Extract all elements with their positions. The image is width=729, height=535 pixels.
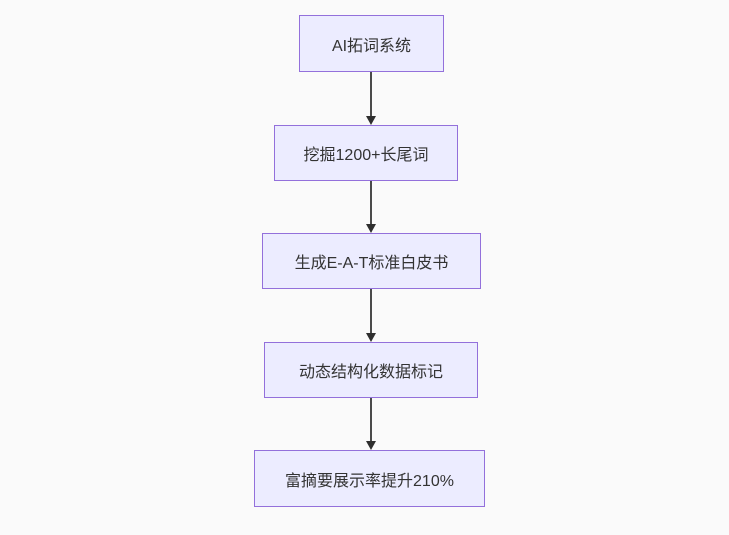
flow-node-label: 挖掘1200+长尾词	[303, 147, 429, 164]
flow-node-eat-whitepaper: 生成E-A-T标准白皮书	[262, 233, 481, 289]
arrow-head-icon	[366, 116, 376, 125]
flow-node-ai-word-expansion: AI拓词系统	[299, 15, 444, 72]
flow-node-longtail-keywords: 挖掘1200+长尾词	[274, 125, 458, 181]
flow-node-rich-snippet-result: 富摘要展示率提升210%	[254, 450, 485, 507]
arrow-down-3	[366, 289, 376, 342]
arrow-line	[370, 181, 372, 224]
arrow-line	[370, 72, 372, 116]
arrow-head-icon	[366, 441, 376, 450]
arrow-head-icon	[366, 333, 376, 342]
arrow-line	[370, 289, 372, 333]
arrow-head-icon	[366, 224, 376, 233]
flow-node-label: 生成E-A-T标准白皮书	[294, 255, 449, 272]
flow-node-label: AI拓词系统	[331, 37, 412, 55]
arrow-line	[370, 398, 372, 441]
flow-node-label: 富摘要展示率提升210%	[285, 472, 454, 490]
flow-node-structured-data-markup: 动态结构化数据标记	[264, 342, 478, 398]
arrow-down-4	[366, 398, 376, 450]
arrow-down-2	[366, 181, 376, 233]
flow-node-label: 动态结构化数据标记	[298, 364, 443, 381]
arrow-down-1	[366, 72, 376, 125]
